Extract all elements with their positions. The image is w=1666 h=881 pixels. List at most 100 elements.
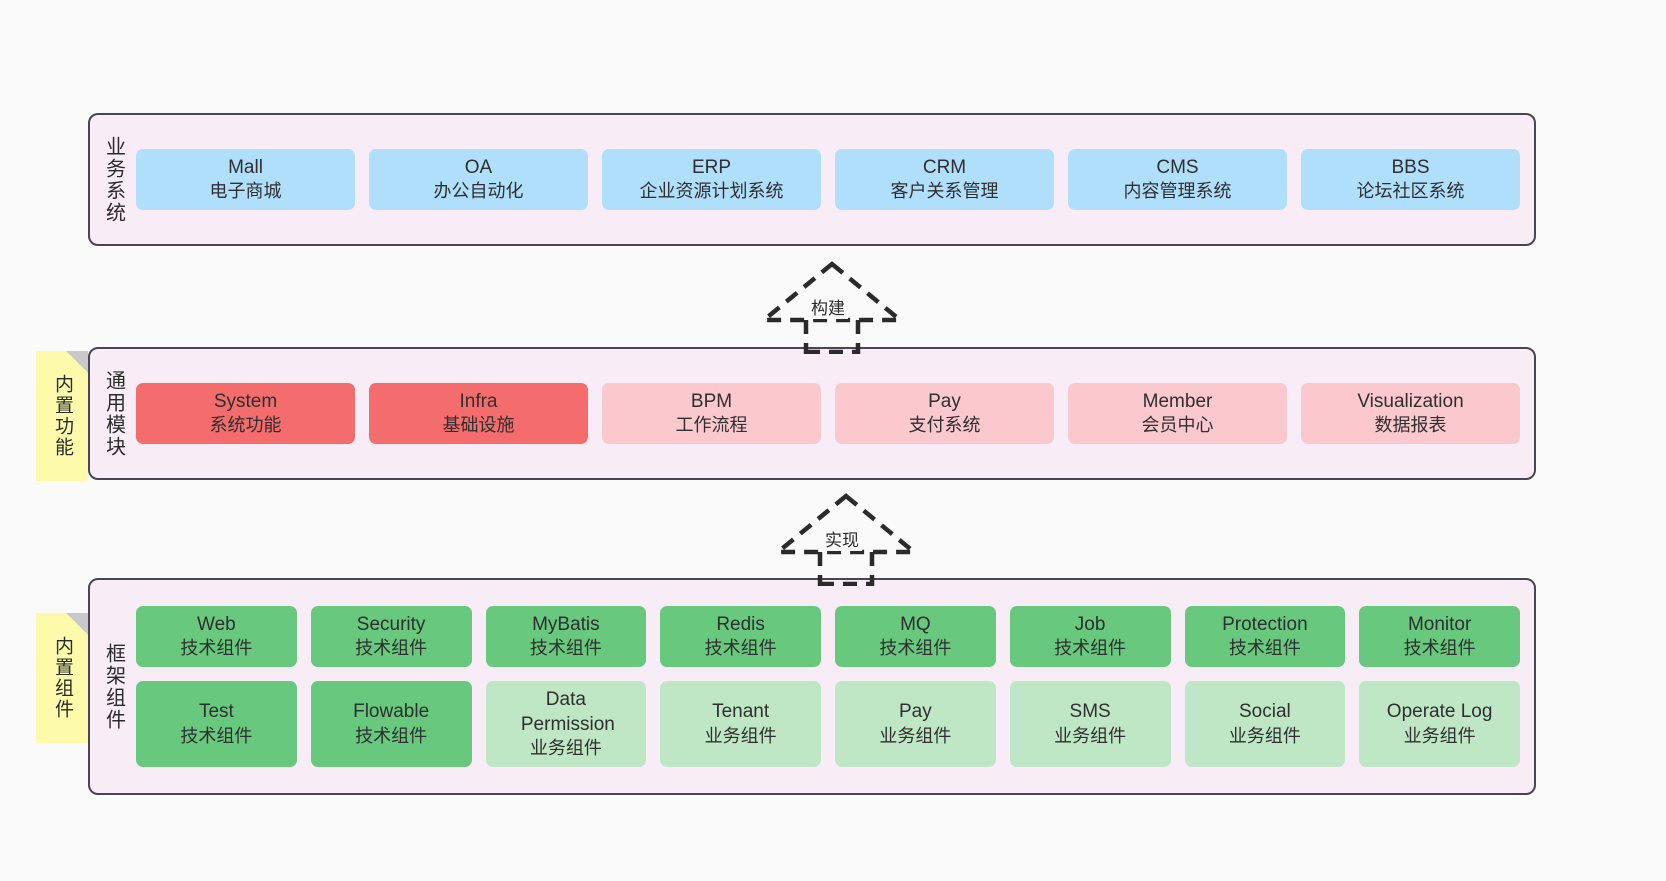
- card-test[interactable]: Test 技术组件: [136, 680, 297, 767]
- card-social-cn: 业务组件: [1228, 725, 1301, 746]
- card-erp-en: ERP: [691, 157, 732, 179]
- card-crm-cn: 客户关系管理: [890, 181, 999, 202]
- card-job-en: Job: [1074, 614, 1106, 636]
- layer-body-business: Mall 电子商城 OA 办公自动化 ERP 企业资源计划系统 CRM 客户关系…: [136, 115, 1534, 244]
- layer-title-common: 通用模块: [102, 369, 125, 458]
- card-mq-cn: 技术组件: [879, 638, 952, 659]
- card-bbs[interactable]: BBS 论坛社区系统: [1301, 149, 1520, 210]
- card-mq-en: MQ: [900, 614, 931, 636]
- card-security[interactable]: Security 技术组件: [310, 606, 472, 667]
- card-redis-cn: 技术组件: [704, 638, 777, 659]
- card-member[interactable]: Member 会员中心: [1068, 383, 1287, 444]
- card-social-en: Social: [1239, 701, 1291, 723]
- card-flowable[interactable]: Flowable 技术组件: [310, 680, 472, 767]
- card-job[interactable]: Job 技术组件: [1009, 606, 1171, 667]
- connector-build-label: 构建: [808, 294, 848, 319]
- card-system-cn: 系统功能: [209, 415, 282, 436]
- layer-business-system: 业务系统 Mall 电子商城 OA 办公自动化 ERP 企业资源计划系统 CRM…: [88, 113, 1536, 246]
- card-mq[interactable]: MQ 技术组件: [835, 606, 996, 667]
- card-redis[interactable]: Redis 技术组件: [660, 606, 821, 667]
- card-tenant-en: Tenant: [712, 701, 770, 723]
- layer-common-modules: 通用模块 System 系统功能 Infra 基础设施 BPM 工作流程 Pay…: [88, 347, 1536, 480]
- framework-card-rows: Web 技术组件 Security 技术组件 MyBatis 技术组件 Redi…: [136, 606, 1520, 767]
- framework-row-business: Test 技术组件 Flowable 技术组件 Data Permission …: [136, 680, 1520, 767]
- card-social[interactable]: Social 业务组件: [1184, 680, 1346, 767]
- note-builtin-function[interactable]: 内置功能: [36, 351, 88, 481]
- note-builtin-function-label: 内置功能: [51, 374, 73, 458]
- card-tenant-cn: 业务组件: [704, 725, 777, 746]
- card-test-cn: 技术组件: [180, 725, 253, 746]
- business-card-row: Mall 电子商城 OA 办公自动化 ERP 企业资源计划系统 CRM 客户关系…: [136, 149, 1520, 210]
- card-bbs-en: BBS: [1391, 157, 1430, 179]
- card-monitor[interactable]: Monitor 技术组件: [1359, 606, 1520, 667]
- card-monitor-cn: 技术组件: [1403, 638, 1476, 659]
- card-operate-log-cn: 业务组件: [1403, 725, 1476, 746]
- card-sms[interactable]: SMS 业务组件: [1009, 680, 1171, 767]
- card-mybatis-cn: 技术组件: [529, 638, 602, 659]
- card-monitor-en: Monitor: [1407, 614, 1472, 636]
- card-cms-cn: 内容管理系统: [1123, 181, 1232, 202]
- card-crm-en: CRM: [922, 157, 967, 179]
- card-sms-cn: 业务组件: [1054, 725, 1127, 746]
- card-security-en: Security: [356, 614, 426, 636]
- card-web[interactable]: Web 技术组件: [136, 606, 297, 667]
- card-infra[interactable]: Infra 基础设施: [369, 383, 588, 444]
- card-member-cn: 会员中心: [1141, 415, 1214, 436]
- card-protection[interactable]: Protection 技术组件: [1184, 606, 1346, 667]
- card-pay-module-cn: 支付系统: [908, 415, 981, 436]
- card-pay-component-cn: 业务组件: [879, 725, 952, 746]
- card-bpm[interactable]: BPM 工作流程: [602, 383, 821, 444]
- framework-row-technical: Web 技术组件 Security 技术组件 MyBatis 技术组件 Redi…: [136, 606, 1520, 667]
- connector-implement: 实现: [766, 490, 926, 587]
- card-flowable-en: Flowable: [353, 701, 430, 723]
- card-pay-component[interactable]: Pay 业务组件: [835, 680, 996, 767]
- layer-framework-components: 框架组件 Web 技术组件 Security 技术组件 MyBatis 技术组件: [88, 578, 1536, 795]
- card-protection-cn: 技术组件: [1228, 638, 1301, 659]
- card-test-en: Test: [198, 701, 234, 723]
- card-pay-module-en: Pay: [928, 391, 961, 413]
- card-web-en: Web: [197, 614, 236, 636]
- card-mall-en: Mall: [228, 157, 263, 179]
- card-cms[interactable]: CMS 内容管理系统: [1068, 149, 1287, 210]
- card-operate-log[interactable]: Operate Log 业务组件: [1359, 680, 1520, 767]
- card-visualization-en: Visualization: [1357, 391, 1464, 413]
- card-sms-en: SMS: [1069, 701, 1111, 723]
- layer-body-framework: Web 技术组件 Security 技术组件 MyBatis 技术组件 Redi…: [136, 580, 1534, 793]
- note-builtin-component[interactable]: 内置组件: [36, 613, 88, 743]
- card-operate-log-en: Operate Log: [1386, 701, 1493, 723]
- layer-title-framework: 框架组件: [102, 642, 125, 731]
- card-data-permission-en: Data Permission: [520, 688, 615, 736]
- card-bpm-en: BPM: [690, 391, 733, 413]
- card-cms-en: CMS: [1156, 157, 1199, 179]
- card-erp[interactable]: ERP 企业资源计划系统: [602, 149, 821, 210]
- connector-implement-label: 实现: [822, 526, 862, 551]
- connector-build-glyph: [757, 261, 907, 355]
- card-web-cn: 技术组件: [180, 638, 253, 659]
- card-tenant[interactable]: Tenant 业务组件: [660, 680, 821, 767]
- common-card-row: System 系统功能 Infra 基础设施 BPM 工作流程 Pay 支付系统…: [136, 383, 1520, 444]
- card-redis-en: Redis: [716, 614, 765, 636]
- card-pay-module[interactable]: Pay 支付系统: [835, 383, 1054, 444]
- card-job-cn: 技术组件: [1054, 638, 1127, 659]
- card-mybatis-en: MyBatis: [532, 614, 600, 636]
- card-crm[interactable]: CRM 客户关系管理: [835, 149, 1054, 210]
- card-mall[interactable]: Mall 电子商城: [136, 149, 355, 210]
- layer-title-business: 业务系统: [102, 135, 125, 224]
- card-visualization[interactable]: Visualization 数据报表: [1301, 383, 1520, 444]
- card-oa[interactable]: OA 办公自动化: [369, 149, 588, 210]
- card-visualization-cn: 数据报表: [1374, 415, 1447, 436]
- card-bbs-cn: 论坛社区系统: [1356, 181, 1465, 202]
- card-protection-en: Protection: [1222, 614, 1308, 636]
- card-oa-cn: 办公自动化: [433, 181, 524, 202]
- card-infra-en: Infra: [459, 391, 498, 413]
- layer-body-common: System 系统功能 Infra 基础设施 BPM 工作流程 Pay 支付系统…: [136, 349, 1534, 478]
- card-infra-cn: 基础设施: [442, 415, 515, 436]
- card-data-permission[interactable]: Data Permission 业务组件: [485, 680, 647, 767]
- card-data-permission-cn: 业务组件: [529, 738, 602, 759]
- card-member-en: Member: [1142, 391, 1213, 413]
- connector-implement-glyph: [771, 493, 921, 587]
- card-pay-component-en: Pay: [899, 701, 932, 723]
- card-system[interactable]: System 系统功能: [136, 383, 355, 444]
- card-mybatis[interactable]: MyBatis 技术组件: [485, 606, 647, 667]
